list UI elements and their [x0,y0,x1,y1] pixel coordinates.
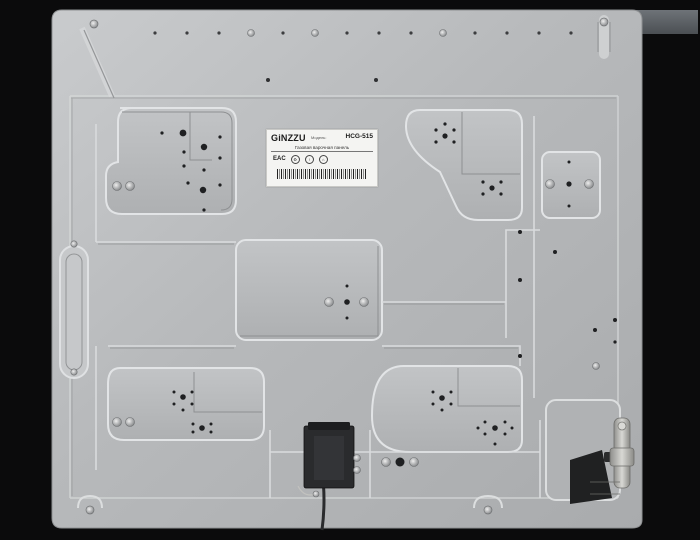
corner-screws [85,17,609,515]
recycle-icon: ♻ [290,154,300,164]
label-divider [271,151,373,152]
upper-holes [266,78,378,82]
top-screws [247,29,447,37]
burner-pocket-top-right [404,109,523,221]
left-side-slot [59,240,89,379]
barcode [277,169,367,179]
gas-inlet-area [545,399,635,504]
bottom-notch [77,494,103,509]
burner-pocket-top-left [105,107,237,215]
certification-row: EAC ♻ ! ⌂ [273,154,371,164]
warning-icon: ! [304,154,314,164]
burner-holes [160,122,617,467]
ignition-connector [297,422,361,531]
model-number: HCG-515 [345,133,373,140]
house-icon: ⌂ [318,154,328,164]
product-name: Газовая варочная панель [294,145,350,150]
brand-logo-text: GiNZZU [271,133,306,143]
burner-pocket-bottom-right [370,365,523,453]
product-label-sticker: GiNZZU Модель: HCG-515 Газовая варочная … [266,129,378,187]
center-pocket [235,239,383,341]
connecting-ribs [95,116,541,498]
top-rivet-row [153,31,573,35]
corner-rib-left [79,26,115,98]
burner-pocket-bottom-left [107,367,265,441]
model-caption: Модель: [311,135,327,140]
eac-mark: EAC [273,156,286,162]
